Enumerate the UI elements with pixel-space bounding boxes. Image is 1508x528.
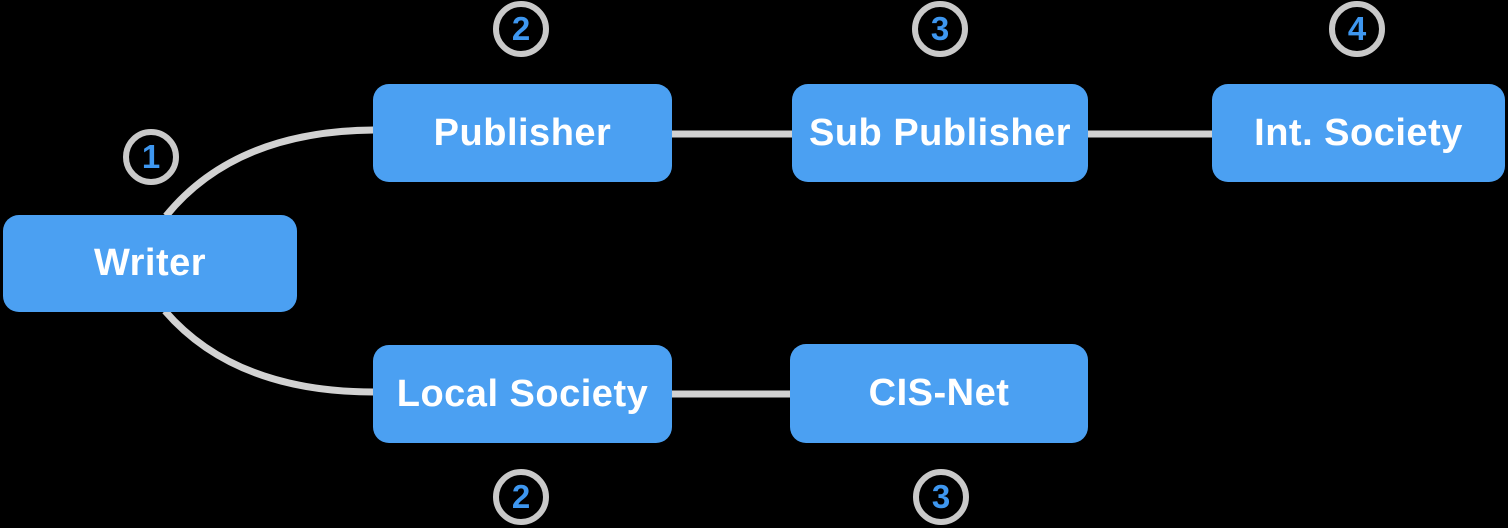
step-badge-3-sub-publisher: 3 (912, 1, 968, 57)
node-publisher: Publisher (373, 84, 672, 182)
node-cis-net: CIS-Net (790, 344, 1088, 443)
node-writer: Writer (3, 215, 297, 312)
step-badge-2b-number: 2 (511, 478, 531, 515)
node-int-society: Int. Society (1212, 84, 1505, 182)
connector-writer-local-society (162, 308, 375, 396)
step-badge-2-local-society: 2 (493, 469, 549, 525)
node-publisher-label: Publisher (433, 111, 612, 154)
node-sub-publisher-label: Sub Publisher (809, 111, 1071, 154)
node-sub-publisher: Sub Publisher (792, 84, 1088, 182)
step-badge-4-number: 4 (1347, 10, 1367, 47)
node-local-society: Local Society (373, 345, 672, 443)
step-badge-1-writer: 1 (123, 129, 179, 185)
node-cis-net-label: CIS-Net (868, 372, 1010, 414)
node-local-society-label: Local Society (396, 372, 649, 415)
node-writer-label: Writer (93, 242, 207, 284)
step-badge-4-int-society: 4 (1329, 1, 1385, 57)
step-badge-2-number: 2 (511, 10, 531, 47)
step-badge-2-publisher: 2 (493, 1, 549, 57)
connector-writer-publisher (163, 126, 375, 219)
step-badge-3-number: 3 (930, 10, 950, 47)
step-badge-1-number: 1 (141, 138, 161, 175)
step-badge-3-cis-net: 3 (913, 469, 969, 525)
step-badge-3b-number: 3 (931, 478, 951, 515)
node-int-society-label: Int. Society (1254, 111, 1463, 154)
